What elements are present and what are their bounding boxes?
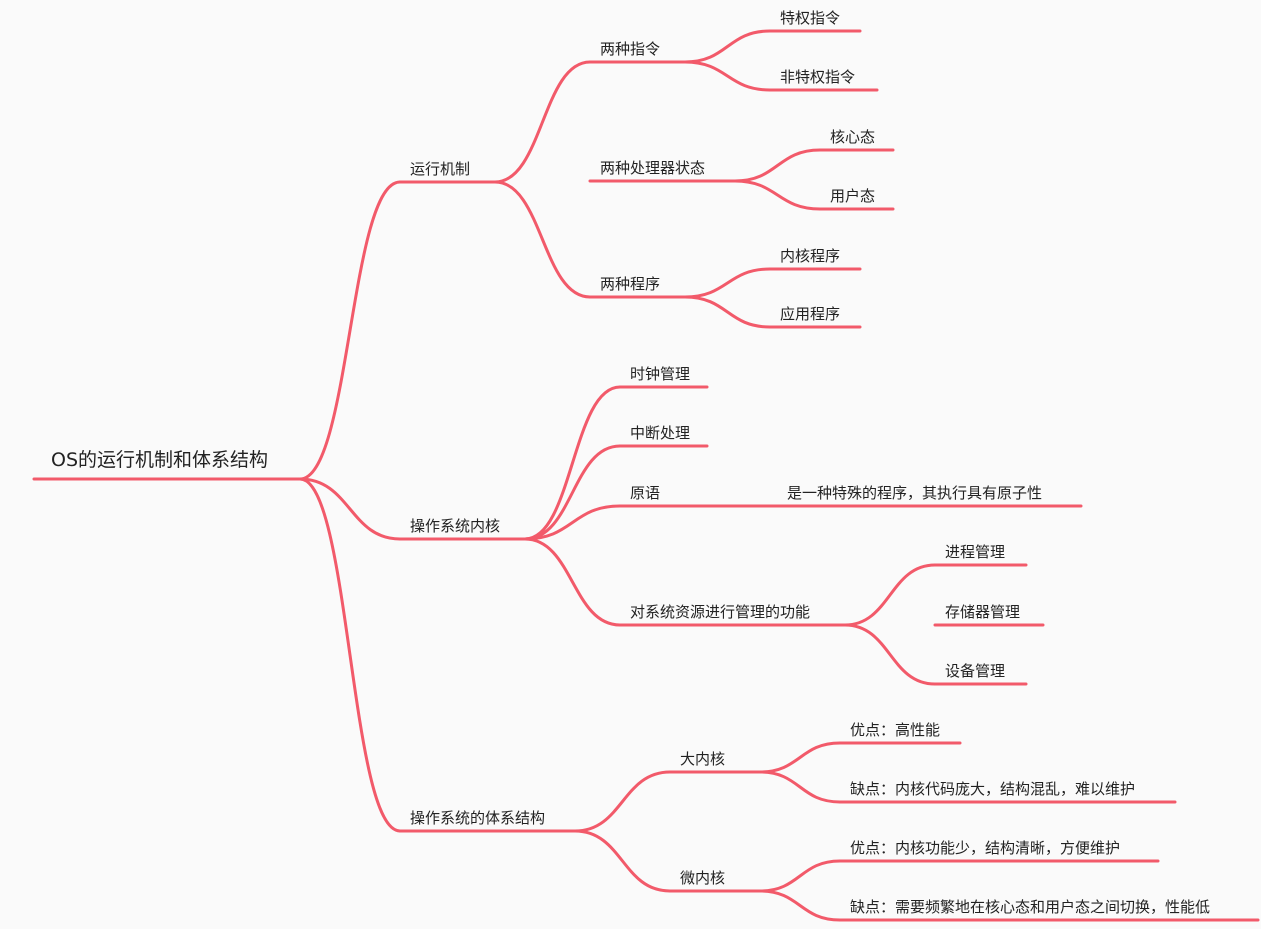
connector-curve <box>758 741 842 774</box>
mindmap-node-label[interactable]: 特权指令 <box>780 9 841 27</box>
connector-curve <box>573 770 672 833</box>
mindmap-node-label[interactable]: 缺点：需要频繁地在核心态和用户态之间切换，性能低 <box>850 898 1211 916</box>
connector-curve <box>523 385 622 541</box>
connector-curve <box>758 859 842 893</box>
mindmap-node-label[interactable]: 是一种特殊的程序，其执行具有原子性 <box>787 484 1043 502</box>
mindmap-node-label[interactable]: 大内核 <box>680 750 726 768</box>
connector-curve <box>843 623 937 686</box>
connector-curve <box>843 563 937 627</box>
mindmap-node-label[interactable]: 中断处理 <box>630 424 691 442</box>
mindmap-node-label[interactable]: 两种指令 <box>600 40 661 58</box>
mindmap-node-label[interactable]: 设备管理 <box>945 662 1006 680</box>
connector-curve <box>733 148 822 183</box>
connector-curve <box>573 829 672 893</box>
mindmap-node-label[interactable]: 优点：内核功能少，结构清晰，方便维护 <box>850 839 1121 857</box>
mindmap-node-label[interactable]: 两种程序 <box>600 275 661 293</box>
mindmap-node-label[interactable]: 核心态 <box>830 128 876 146</box>
mindmap-node-label[interactable]: 操作系统的体系结构 <box>410 809 546 827</box>
connector-curve <box>523 537 622 627</box>
mindmap-node-label[interactable]: 原语 <box>630 484 661 502</box>
connector-curve <box>683 295 772 329</box>
mindmap-root-label[interactable]: OS的运行机制和体系结构 <box>51 449 269 471</box>
connector-curve <box>298 477 402 541</box>
connector-curve <box>523 504 622 541</box>
connector-curve <box>683 60 772 92</box>
mindmap-node-label[interactable]: 缺点：内核代码庞大，结构混乱，难以维护 <box>850 780 1136 798</box>
mindmap-node-label[interactable]: 优点：高性能 <box>850 721 941 739</box>
mindmap-node-label[interactable]: 非特权指令 <box>780 68 856 86</box>
mindmap-node-label[interactable]: 存储器管理 <box>945 603 1021 621</box>
connector-curve <box>683 267 772 299</box>
connector-curve <box>758 889 842 922</box>
mindmap-node-label[interactable]: 时钟管理 <box>630 365 691 383</box>
mindmap-node-label[interactable]: 运行机制 <box>410 160 471 178</box>
mindmap-node-label[interactable]: 操作系统内核 <box>410 517 501 535</box>
connector-curve <box>758 770 842 804</box>
mindmap-node-label[interactable]: 内核程序 <box>780 247 841 265</box>
mindmap-node-label[interactable]: 用户态 <box>830 187 876 205</box>
mindmap-node-label[interactable]: 对系统资源进行管理的功能 <box>630 603 811 621</box>
connector-curve <box>298 477 402 833</box>
connector-curve <box>298 180 402 481</box>
mindmap-node-label[interactable]: 应用程序 <box>780 305 841 323</box>
connector-curve <box>733 179 822 211</box>
connector-curve <box>523 444 622 541</box>
connector-curve <box>493 60 592 184</box>
mindmap-node-label[interactable]: 微内核 <box>680 869 726 887</box>
mindmap-node-label[interactable]: 两种处理器状态 <box>600 159 706 177</box>
connector-curve <box>683 29 772 64</box>
connector-curve <box>493 180 592 299</box>
mindmap-node-label[interactable]: 进程管理 <box>945 543 1006 561</box>
